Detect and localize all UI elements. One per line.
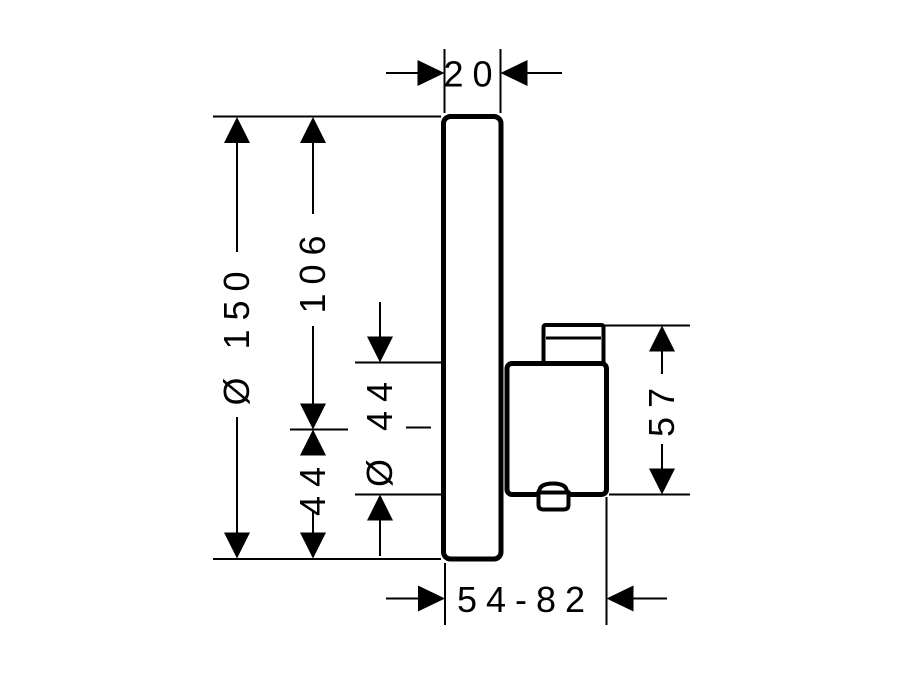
arrowhead-up-icon [649,325,675,352]
handle-stem [541,323,606,368]
arrowhead-up-icon [224,117,250,143]
grip-tab [536,490,571,512]
arrowhead-up-icon [300,117,326,143]
product-profile [441,114,609,562]
dim-handle-depth: 57 [604,324,690,496]
arrowhead-left-icon [606,585,634,612]
dim-center-to-bottom: 44 [290,428,348,559]
dim-label-center-to-bottom: 44 [292,458,333,516]
dim-label-handle-diameter: Ø 44 [359,373,400,487]
arrowhead-up-icon [367,494,393,521]
arrowhead-down-icon [300,403,326,430]
dim-label-plate-diameter: Ø 150 [216,262,257,405]
dim-plate-thickness: 20 [386,49,562,113]
dim-installation-depth: 54-82 [386,497,667,625]
dim-label-installation-depth: 54-82 [457,579,594,620]
arrowhead-right-icon [417,60,445,86]
arrowhead-down-icon [224,532,250,559]
left-extension-lines [213,115,441,560]
arrowhead-down-icon [367,336,393,363]
dim-top-to-center: 106 [292,117,333,430]
dim-handle-diameter: Ø 44 [355,302,441,556]
dim-label-plate-thickness: 20 [443,54,501,95]
arrowhead-down-icon [649,468,675,495]
arrowhead-up-icon [300,429,326,456]
dim-label-handle-depth: 57 [641,379,682,437]
arrowhead-down-icon [300,532,326,559]
grip-tab-dome [536,481,570,495]
arrowhead-right-icon [418,585,445,612]
dim-label-top-to-center: 106 [292,226,333,313]
dim-plate-diameter: Ø 150 [216,117,257,559]
faceplate-profile [441,114,504,562]
arrowhead-left-icon [500,60,528,86]
handle-body [504,361,609,497]
